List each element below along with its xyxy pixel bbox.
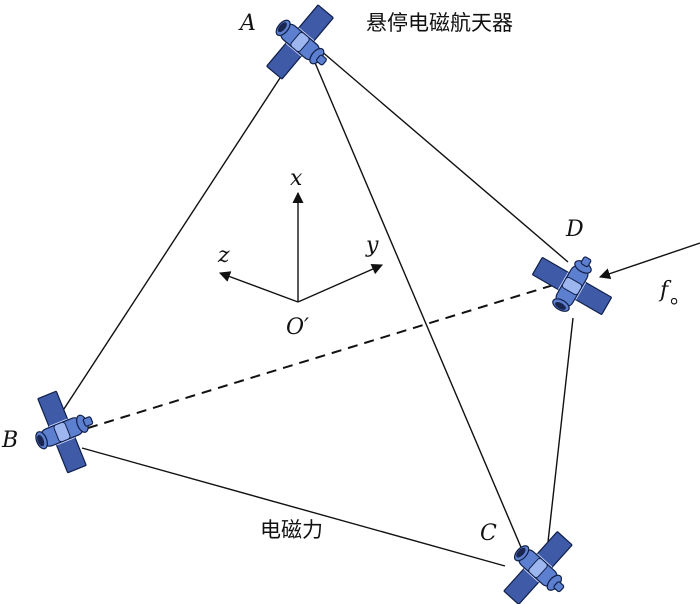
edge-d-c <box>547 317 574 543</box>
external-force-arrow <box>598 242 700 280</box>
x-axis-label: x <box>290 166 303 191</box>
edge-b-c <box>81 447 506 567</box>
node-label-b: B <box>1 428 18 453</box>
node-label-c: C <box>480 521 497 546</box>
spacecraft-d-icon <box>523 237 624 330</box>
node-label-a: A <box>238 11 256 36</box>
y-axis-label: y <box>365 233 379 258</box>
coordinate-frame: x y z O′ <box>217 166 384 340</box>
external-force-suffix: 。 <box>670 284 691 308</box>
formation-edges <box>59 49 574 567</box>
node-label-d: D <box>565 217 584 242</box>
diagram-title: 悬停电磁航天器 <box>366 11 513 35</box>
spacecraft-b-icon <box>21 382 108 480</box>
edge-a-d <box>319 49 569 263</box>
z-axis-label: z <box>217 243 230 268</box>
z-axis-arrow <box>218 271 299 303</box>
edge-a-b <box>59 77 281 416</box>
edge-a-c <box>312 57 524 553</box>
origin-label: O′ <box>286 315 309 340</box>
force-label: 电磁力 <box>260 518 323 542</box>
spacecraft-a-icon <box>253 0 351 94</box>
edge-b-d-hidden <box>87 282 561 429</box>
y-axis-arrow <box>297 263 384 303</box>
spacecraft-c-icon <box>490 519 590 604</box>
